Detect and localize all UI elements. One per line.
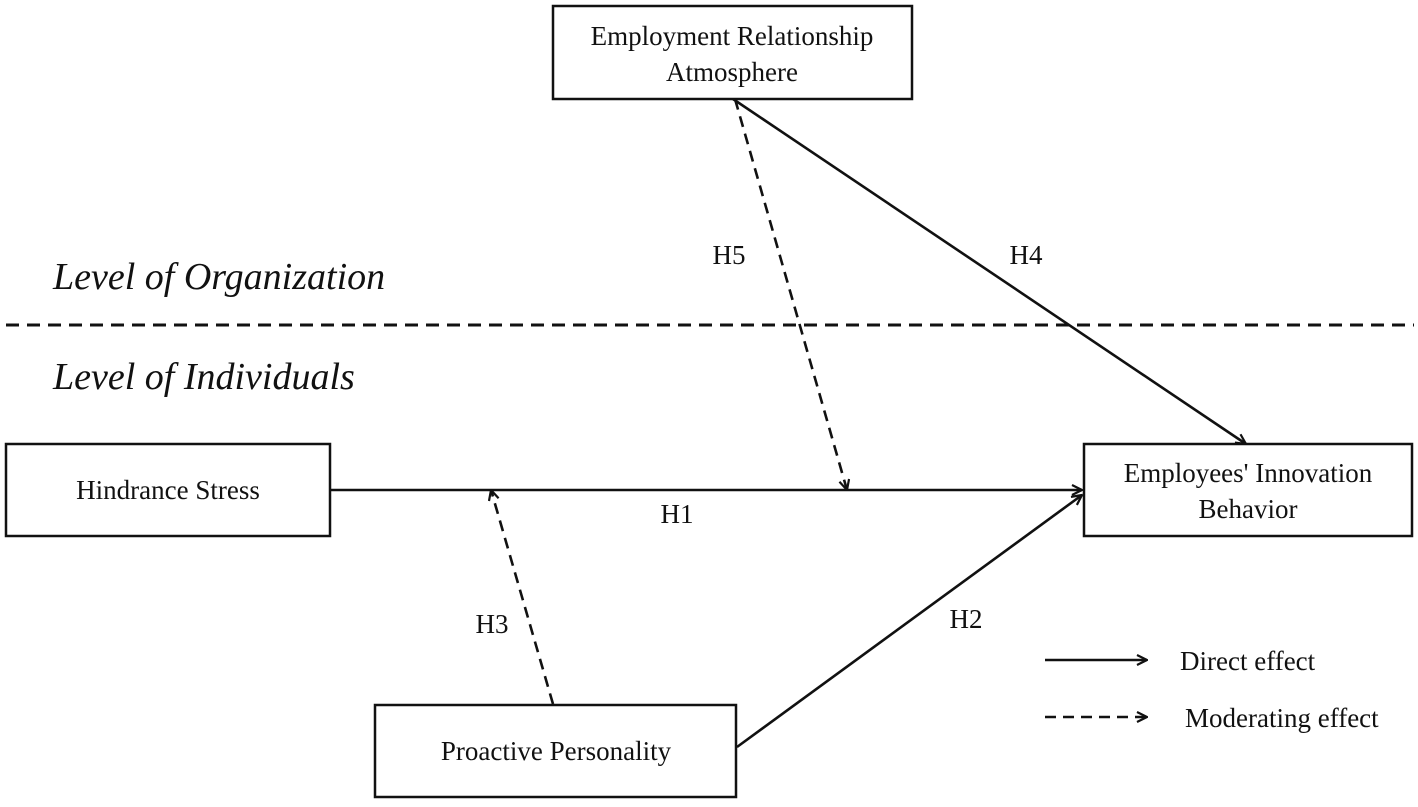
edge-h4 (732, 97, 1246, 444)
edge-h3 (491, 490, 555, 705)
legend-moderating-label: Moderating effect (1185, 703, 1379, 733)
edge-label-h5: H5 (713, 240, 746, 270)
legend-direct-label: Direct effect (1180, 646, 1316, 676)
node-label: Proactive Personality (441, 736, 672, 766)
node-label: Employees' Innovation (1124, 458, 1373, 488)
edge-h5 (733, 98, 847, 490)
edge-label-h2: H2 (950, 604, 983, 634)
node-label: Hindrance Stress (76, 475, 260, 505)
legend: Direct effect Moderating effect (1045, 646, 1379, 733)
edge-label-h1: H1 (661, 499, 694, 529)
level-individuals-label: Level of Individuals (52, 356, 355, 398)
node-label: Employment Relationship (591, 21, 874, 51)
node-label: Atmosphere (666, 57, 798, 87)
node-employees-innovation-behavior: Employees' Innovation Behavior (1082, 442, 1414, 538)
edge-h2 (736, 495, 1082, 749)
node-hindrance-stress: Hindrance Stress (4, 442, 332, 538)
node-employment-relationship-atmosphere: Employment Relationship Atmosphere (551, 4, 914, 101)
node-proactive-personality: Proactive Personality (373, 703, 738, 799)
edge-label-h3: H3 (476, 609, 509, 639)
level-organization-label: Level of Organization (52, 256, 385, 298)
edge-label-h4: H4 (1010, 240, 1043, 270)
node-label: Behavior (1199, 494, 1298, 524)
